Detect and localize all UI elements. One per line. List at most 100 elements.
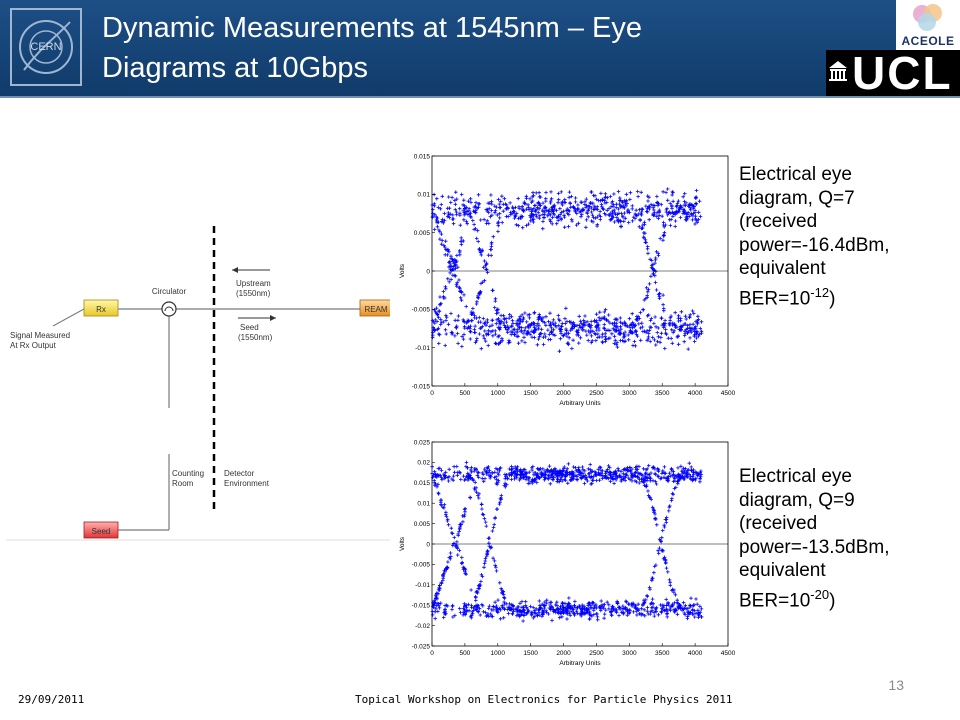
data-point	[527, 475, 531, 480]
data-point	[683, 466, 688, 471]
data-point	[691, 472, 696, 477]
data-point	[521, 619, 525, 623]
data-point	[596, 323, 600, 327]
data-point	[569, 475, 574, 480]
data-point	[443, 253, 447, 257]
data-point	[433, 482, 438, 486]
data-point	[654, 563, 658, 567]
data-point	[546, 476, 550, 481]
data-point	[459, 289, 464, 294]
data-point	[489, 240, 494, 245]
data-point	[545, 598, 549, 602]
data-point	[431, 320, 436, 324]
data-point	[451, 221, 456, 226]
data-point	[599, 608, 603, 613]
data-point	[476, 609, 480, 614]
data-point	[444, 318, 448, 323]
data-point	[469, 616, 474, 620]
data-point	[646, 472, 650, 477]
data-point	[653, 608, 658, 612]
data-point	[494, 321, 499, 326]
data-point	[510, 330, 515, 335]
data-point	[566, 224, 571, 229]
data-point	[642, 598, 646, 602]
data-point	[651, 203, 655, 208]
data-point	[622, 339, 626, 344]
data-point	[646, 612, 650, 616]
data-point	[599, 191, 603, 196]
data-point	[691, 211, 696, 216]
data-point	[517, 614, 522, 619]
data-point	[455, 473, 460, 478]
data-point	[544, 190, 548, 195]
data-point	[565, 604, 569, 608]
data-point	[681, 323, 685, 328]
data-point	[620, 200, 625, 205]
data-point	[660, 535, 664, 540]
data-point	[619, 225, 623, 229]
data-point	[497, 216, 502, 220]
data-point	[471, 209, 476, 213]
data-point	[520, 313, 524, 317]
data-point	[685, 616, 690, 621]
data-point	[590, 469, 595, 473]
data-point	[578, 336, 583, 340]
data-point	[662, 225, 666, 229]
data-point	[630, 219, 635, 223]
data-point	[522, 200, 527, 204]
data-point	[590, 481, 594, 486]
data-point	[688, 605, 692, 609]
data-point	[514, 607, 518, 612]
data-point	[594, 325, 599, 330]
data-point	[644, 209, 649, 214]
data-point	[553, 333, 557, 338]
data-point	[699, 329, 704, 334]
data-point	[454, 190, 458, 194]
data-point	[473, 488, 477, 492]
y-tick-label: 0	[426, 268, 430, 275]
data-point	[644, 204, 648, 208]
data-point	[599, 202, 604, 207]
data-point	[453, 274, 458, 278]
data-point	[500, 220, 504, 225]
data-point	[443, 328, 448, 332]
data-point	[665, 609, 669, 613]
data-point	[562, 465, 567, 469]
signal-pointer-line	[52, 308, 85, 327]
data-point	[527, 312, 532, 317]
data-point	[598, 318, 602, 323]
data-point	[474, 200, 478, 205]
data-point	[516, 472, 520, 477]
data-point	[543, 210, 547, 214]
data-point	[570, 219, 574, 223]
data-point	[598, 209, 602, 214]
data-point	[453, 613, 457, 618]
data-point	[535, 613, 540, 618]
data-point	[656, 548, 660, 553]
data-point	[658, 340, 662, 345]
data-point	[502, 600, 506, 604]
data-point	[563, 197, 567, 202]
data-point	[578, 319, 583, 323]
data-point	[549, 326, 554, 330]
data-point	[451, 478, 455, 482]
data-point	[602, 616, 606, 620]
data-point	[503, 325, 508, 330]
data-point	[497, 473, 501, 477]
data-point	[689, 468, 694, 473]
data-point	[626, 476, 631, 480]
data-point	[493, 208, 498, 213]
data-point	[549, 600, 553, 605]
data-point	[438, 237, 442, 241]
data-point	[522, 610, 527, 615]
data-point	[462, 478, 467, 482]
data-point	[516, 196, 520, 201]
data-point	[576, 203, 580, 207]
data-point	[462, 609, 466, 613]
data-point	[600, 340, 605, 345]
data-point	[497, 326, 502, 331]
data-point	[581, 468, 585, 472]
data-point	[687, 214, 691, 219]
data-point	[603, 201, 607, 205]
data-point	[598, 465, 602, 469]
